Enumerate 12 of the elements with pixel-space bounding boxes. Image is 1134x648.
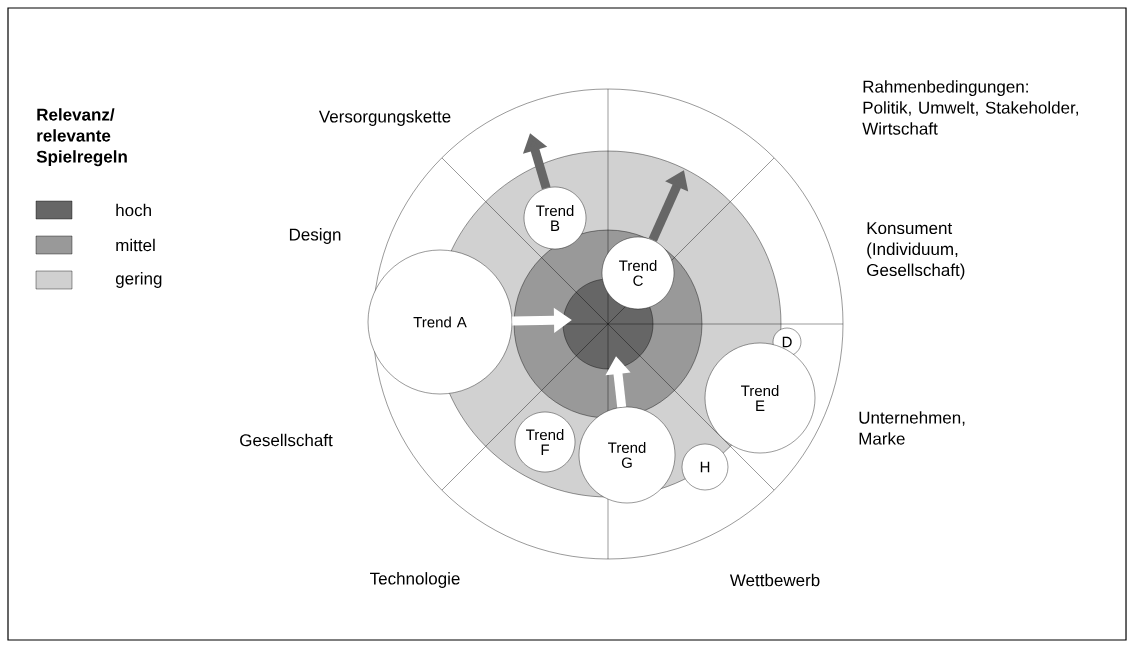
label: Versorgungskette bbox=[318, 110, 451, 126]
label: Technologie bbox=[370, 572, 460, 588]
label: Gesellschaft bbox=[240, 433, 333, 447]
legend-label: hoch bbox=[116, 203, 151, 217]
legend-label: mittel bbox=[116, 238, 155, 252]
label: Konsument (Individuum, Gesellschaft) bbox=[867, 222, 965, 280]
label: Unternehmen, Marke bbox=[859, 411, 965, 445]
label: Relevanz/ relevante Spielregeln bbox=[36, 108, 127, 167]
label: Rahmenbedingungen: Politik, Umwelt, Stakeholder, Wirtschaft bbox=[862, 80, 1078, 135]
label: Design bbox=[289, 228, 341, 244]
legend-label: gering bbox=[115, 272, 162, 288]
label: Wettbewerb bbox=[729, 573, 820, 587]
